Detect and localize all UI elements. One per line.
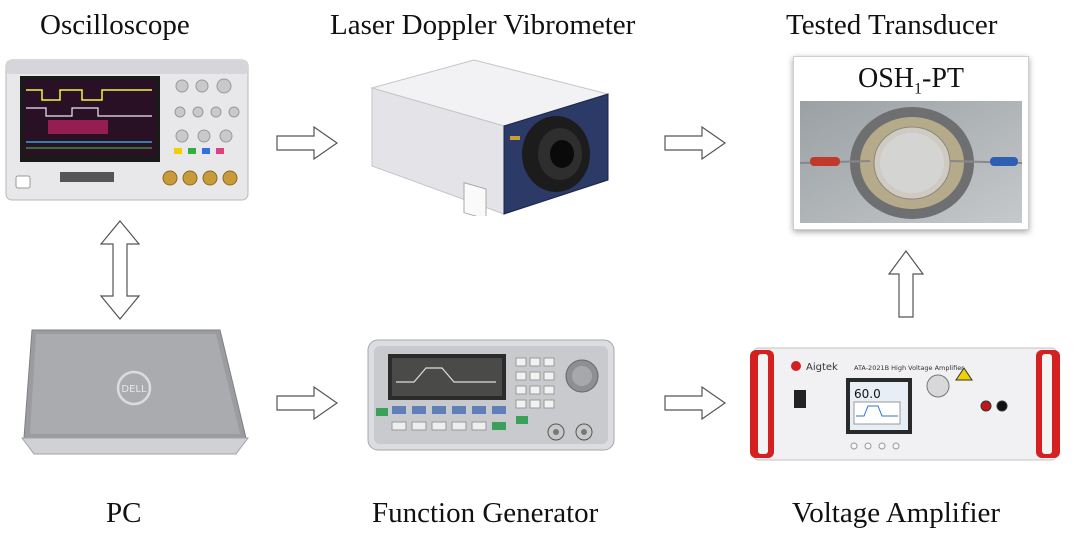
caption-suffix: -PT <box>922 63 964 94</box>
arrow-oscilloscope-to-vibrometer <box>276 125 339 161</box>
pc-label: PC <box>106 497 142 529</box>
arrow-vibrometer-to-transducer <box>664 125 727 161</box>
caption-subscript: 1 <box>914 80 922 98</box>
oscilloscope-device <box>2 56 252 204</box>
function-generator-device <box>366 338 616 452</box>
oscilloscope-label: Oscilloscope <box>40 9 190 41</box>
arrow-oscilloscope-pc-bidirectional <box>99 220 141 320</box>
amp-display-value: 60.0 <box>854 387 881 401</box>
caption-main: OSH <box>857 63 914 94</box>
pc-device: DELL <box>16 326 252 458</box>
transducer-image <box>800 101 1022 223</box>
dell-logo-text: DELL <box>121 384 147 395</box>
vibrometer-label: Laser Doppler Vibrometer <box>330 9 636 41</box>
arrow-amplifier-to-transducer <box>887 249 925 318</box>
transducer-caption: OSH1-PT <box>794 63 1028 106</box>
function-generator-label: Function Generator <box>372 497 599 529</box>
amp-brand-text: Aigtek <box>806 362 838 373</box>
transducer-photo-frame: OSH1-PT <box>793 56 1029 230</box>
amp-model-text: ATA-2021B High Voltage Amplifier <box>854 364 964 372</box>
amplifier-device: Aigtek ATA-2021B High Voltage Amplifier … <box>750 340 1060 468</box>
transducer-label: Tested Transducer <box>786 9 998 41</box>
arrow-pc-to-function-generator <box>276 385 339 421</box>
arrow-function-generator-to-amplifier <box>664 385 727 421</box>
amplifier-label: Voltage Amplifier <box>792 497 1001 529</box>
vibrometer-device <box>364 54 616 220</box>
